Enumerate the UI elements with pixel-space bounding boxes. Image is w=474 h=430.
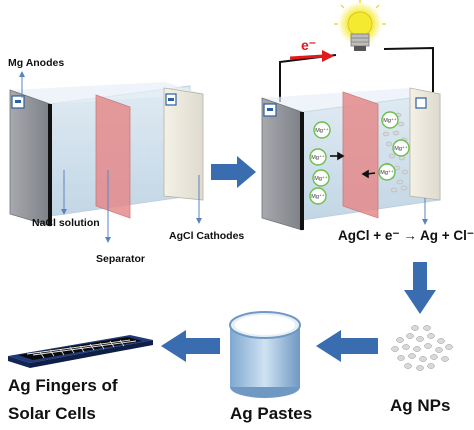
left-separator bbox=[95, 94, 131, 219]
left-cell-top bbox=[10, 82, 203, 104]
ion-migration-arrows bbox=[330, 151, 376, 179]
label-agcl-cathodes: AgCl Cathodes bbox=[169, 230, 245, 242]
arrow-to-right-cell bbox=[211, 156, 256, 188]
left-anode-edge bbox=[48, 104, 52, 226]
label-reaction: AgCl + e⁻ → Ag + Cl⁻ bbox=[338, 228, 474, 243]
mg-ion: Mg⁺⁺ bbox=[309, 187, 327, 205]
label-separator: Separator bbox=[96, 253, 146, 265]
electron-flow-arrow bbox=[289, 54, 325, 60]
svg-text:Mg⁺⁺: Mg⁺⁺ bbox=[394, 145, 408, 152]
left-agcl-cathode bbox=[163, 87, 204, 201]
svg-text:Mg⁺⁺: Mg⁺⁺ bbox=[380, 169, 394, 176]
right-agcl-cathode bbox=[409, 87, 441, 201]
right-separator bbox=[342, 91, 379, 219]
arrow-to-solar-cell bbox=[161, 330, 220, 362]
right-mg-anode bbox=[261, 97, 303, 231]
arrow-down-to-ag-nps bbox=[404, 262, 436, 314]
label-ag-fingers-line1: Ag Fingers of bbox=[8, 376, 118, 395]
mg-ion: Mg⁺⁺ bbox=[378, 163, 396, 181]
mg-ion: Mg⁺⁺ bbox=[313, 121, 331, 139]
label-mg-anodes: Mg Anodes bbox=[8, 57, 65, 69]
light-bulb-icon bbox=[334, 0, 386, 51]
label-electron: e⁻ bbox=[301, 37, 317, 53]
mg-ion-group: Mg⁺⁺ Mg⁺⁺ Mg⁺⁺ Mg⁺⁺ Mg⁺⁺ Mg⁺⁺ Mg⁺⁺ bbox=[309, 111, 410, 205]
label-ag-nps: Ag NPs bbox=[390, 396, 451, 415]
solar-cell bbox=[8, 335, 153, 368]
right-battery-cell: Mg⁺⁺ Mg⁺⁺ Mg⁺⁺ Mg⁺⁺ Mg⁺⁺ Mg⁺⁺ Mg⁺⁺ bbox=[261, 0, 441, 231]
left-mg-anode bbox=[9, 89, 51, 227]
mg-ion: Mg⁺⁺ bbox=[381, 111, 399, 129]
svg-text:Mg⁺⁺: Mg⁺⁺ bbox=[315, 127, 329, 134]
svg-text:Mg⁺⁺: Mg⁺⁺ bbox=[311, 193, 325, 200]
external-wire-right bbox=[383, 46, 434, 92]
svg-text:Mg⁺⁺: Mg⁺⁺ bbox=[383, 117, 397, 124]
label-ag-pastes: Ag Pastes bbox=[230, 404, 313, 423]
mg-ion: Mg⁺⁺ bbox=[309, 148, 327, 166]
left-battery-cell bbox=[9, 71, 204, 243]
svg-text:Mg⁺⁺: Mg⁺⁺ bbox=[314, 175, 328, 182]
arrow-to-ag-pastes bbox=[316, 330, 378, 362]
left-cathode-tab-mark bbox=[168, 98, 174, 101]
svg-text:Mg⁺⁺: Mg⁺⁺ bbox=[311, 154, 325, 161]
mg-ion: Mg⁺⁺ bbox=[392, 139, 410, 157]
ag-nanoparticles-cluster bbox=[391, 325, 453, 371]
ag-paste-cylinder bbox=[229, 311, 301, 398]
right-anode-tab-mark bbox=[267, 108, 273, 111]
label-nacl-solution: NaCl solution bbox=[32, 217, 100, 229]
label-ag-fingers-line2: Solar Cells bbox=[8, 404, 96, 423]
right-cathode-tab bbox=[415, 97, 427, 109]
right-anode-edge bbox=[300, 112, 304, 230]
electron-arrow-head bbox=[322, 50, 334, 62]
mg-ion: Mg⁺⁺ bbox=[312, 169, 330, 187]
left-anode-tab-mark bbox=[15, 100, 21, 103]
